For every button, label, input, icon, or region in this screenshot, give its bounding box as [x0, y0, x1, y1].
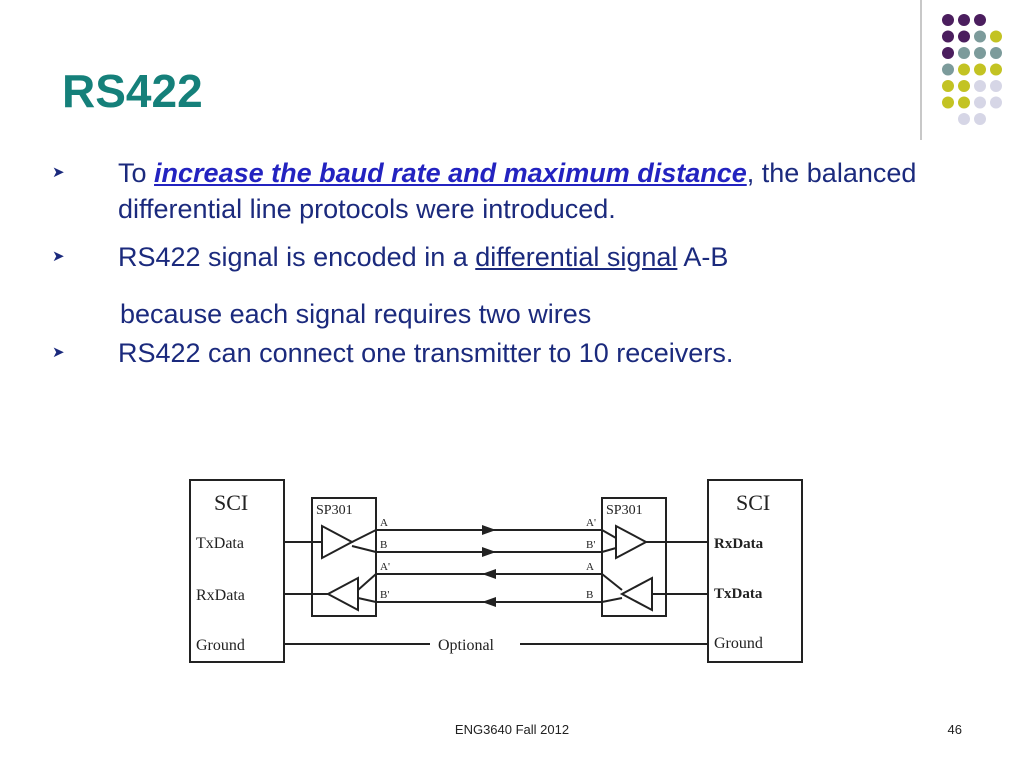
arrow-right-icon — [482, 525, 496, 535]
right-sci-rxdata: RxData — [714, 536, 764, 552]
left-pin-b: B — [380, 539, 387, 551]
bullet-text: , the balanced differential line protoco… — [118, 158, 917, 224]
decorative-dot — [990, 30, 1002, 43]
decorative-dot — [958, 80, 970, 92]
bullet-emphasis: increase the baud rate and maximum dista… — [154, 158, 747, 188]
right-pin-a-prime: A' — [586, 517, 596, 529]
left-sci-ground: Ground — [196, 637, 245, 654]
decorative-dot — [958, 96, 970, 109]
slide-title: RS422 — [62, 65, 203, 117]
decorative-dot — [990, 47, 1002, 59]
right-pin-a: A — [586, 561, 594, 573]
decorative-dot — [974, 14, 986, 26]
decorative-dot-grid — [942, 14, 1002, 125]
decorative-dot — [958, 47, 970, 59]
decorative-dot — [990, 80, 1002, 92]
decorative-dot — [942, 14, 954, 26]
left-sci-rxdata: RxData — [196, 587, 245, 604]
decorative-dot — [942, 63, 954, 76]
decorative-dot — [958, 63, 970, 76]
bullet-item: ➤ RS422 can connect one transmitter to 1… — [52, 335, 1002, 371]
title-divider — [920, 0, 922, 140]
right-sci-block — [707, 479, 803, 663]
bullet-text: RS422 signal is encoded in a — [118, 242, 476, 272]
right-pin-b-prime: B' — [586, 539, 595, 551]
right-sp301-chip — [601, 497, 667, 617]
decorative-dot — [974, 113, 986, 125]
right-sci-txdata: TxData — [714, 586, 763, 602]
arrow-left-icon — [482, 569, 496, 579]
bullet-text: To — [118, 158, 155, 188]
bullet-arrow-icon: ➤ — [52, 344, 65, 361]
decorative-dot — [974, 80, 986, 92]
right-pin-b: B — [586, 589, 593, 601]
decorative-dot — [974, 96, 986, 109]
left-sci-txdata: TxData — [196, 535, 244, 552]
decorative-dot — [974, 30, 986, 43]
left-pin-a: A — [380, 517, 388, 529]
bullet-arrow-icon: ➤ — [52, 164, 65, 181]
left-sci-block — [189, 479, 285, 663]
bullet-text: RS422 can connect one transmitter to 10 … — [118, 338, 734, 368]
decorative-dot — [942, 47, 954, 59]
bullet-item: ➤ RS422 signal is encoded in a different… — [52, 239, 1002, 275]
left-chip-label: SP301 — [316, 503, 353, 518]
right-sci-ground: Ground — [714, 635, 763, 652]
decorative-dot — [942, 96, 954, 109]
rs422-circuit-diagram: SCI TxData RxData Ground SP301 A B A' B'… — [189, 479, 803, 663]
bullet-text: A-B — [677, 242, 729, 272]
decorative-dot — [958, 113, 970, 125]
bullet-list: ➤ To increase the baud rate and maximum … — [52, 155, 1002, 383]
footer-course: ENG3640 Fall 2012 — [454, 722, 570, 737]
right-sci-title: SCI — [736, 490, 770, 515]
decorative-dot — [974, 63, 986, 76]
decorative-dot — [990, 96, 1002, 109]
bullet-continuation: because each signal requires two wires — [120, 299, 592, 329]
bullet-arrow-icon: ➤ — [52, 248, 65, 265]
bullet-underlined: differential signal — [475, 242, 678, 272]
decorative-dot — [990, 63, 1002, 76]
footer-page-number: 46 — [947, 722, 962, 737]
left-sp301-chip — [311, 497, 377, 617]
decorative-dot — [974, 47, 986, 59]
left-pin-a-prime: A' — [380, 561, 390, 573]
bullet-item: ➤ To increase the baud rate and maximum … — [52, 155, 1002, 227]
left-sci-title: SCI — [214, 490, 248, 515]
decorative-dot — [942, 80, 954, 92]
decorative-dot — [958, 30, 970, 43]
ground-optional-label: Optional — [438, 637, 495, 654]
arrow-left-icon — [482, 597, 496, 607]
right-chip-label: SP301 — [606, 503, 643, 518]
decorative-dot — [942, 30, 954, 43]
decorative-dot — [958, 14, 970, 26]
arrow-right-icon — [482, 547, 496, 557]
left-pin-b-prime: B' — [380, 589, 389, 601]
